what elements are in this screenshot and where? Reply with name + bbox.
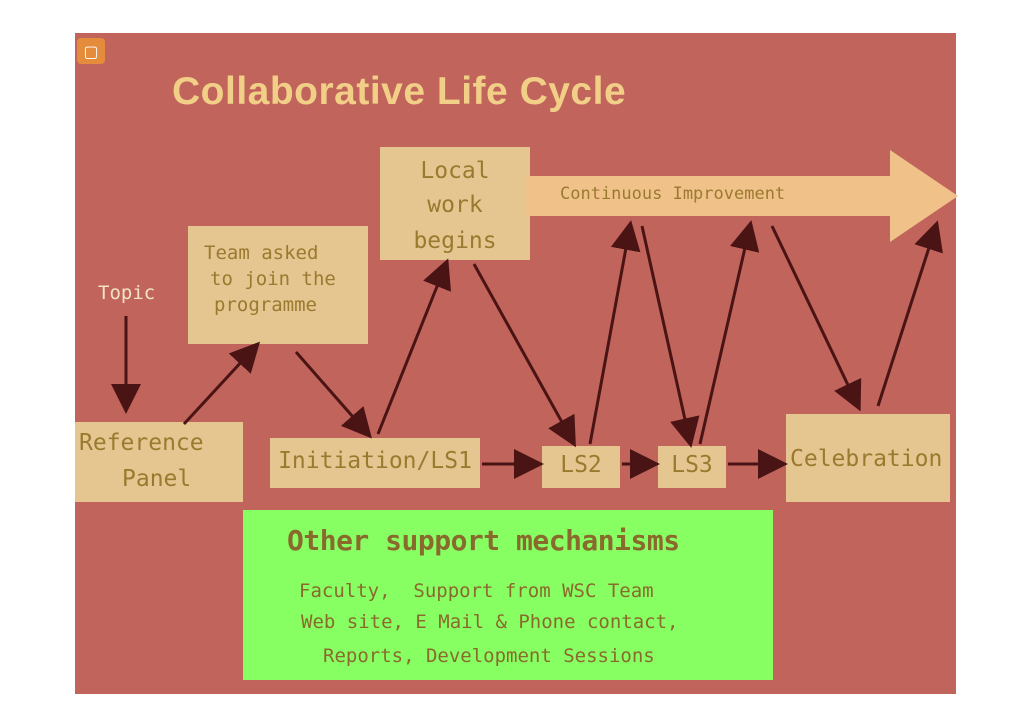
continuous-improvement-label: Continuous Improvement xyxy=(560,184,786,204)
arrow-down-to-celebration xyxy=(770,225,862,412)
office-logo-icon: ▢ xyxy=(77,38,105,64)
local-work-line-3: begins xyxy=(413,228,497,254)
team-asked-line-2: to join the xyxy=(210,268,336,290)
support-line-3: Reports, Development Sessions xyxy=(323,645,655,667)
team-asked-box xyxy=(188,226,368,344)
local-work-line-1: Local xyxy=(420,158,490,184)
arrow-reference-to-team xyxy=(182,341,261,426)
arrow-team-to-initiation xyxy=(294,351,372,439)
celebration-label: Celebration xyxy=(790,446,943,472)
ls2-box xyxy=(542,446,620,488)
reference-panel-line-2: Panel xyxy=(122,466,192,492)
local-work-box xyxy=(380,147,530,260)
team-asked-line-3: programme xyxy=(214,294,317,316)
ls3-label: LS3 xyxy=(671,452,713,478)
arrow-ls3-up xyxy=(698,220,760,445)
slide-title: Collaborative Life Cycle xyxy=(172,70,627,113)
topic-label: Topic xyxy=(98,282,156,304)
ls2-label: LS2 xyxy=(560,452,602,478)
support-line-1: Faculty, Support from WSC Team xyxy=(299,580,654,602)
team-asked-line-1: Team asked xyxy=(204,242,319,264)
local-work-line-2: work xyxy=(427,192,483,218)
arrow-down-to-ls3 xyxy=(640,225,700,448)
support-mechanisms-box xyxy=(243,510,773,680)
arrow-initiation-to-local xyxy=(376,258,452,435)
arrow-ls2-up xyxy=(588,220,641,445)
support-line-2: Web site, E Mail & Phone contact, xyxy=(301,611,679,633)
reference-panel-line-1: Reference xyxy=(79,430,204,456)
ls3-box xyxy=(658,446,726,488)
support-heading: Other support mechanisms xyxy=(287,524,680,557)
arrow-local-to-ls2 xyxy=(472,263,576,448)
arrow-celebration-up xyxy=(876,220,943,407)
initiation-ls1-box xyxy=(270,438,480,488)
initiation-ls1-label: Initiation/LS1 xyxy=(278,448,472,474)
celebration-box xyxy=(786,414,950,502)
reference-panel-box xyxy=(75,422,243,502)
continuous-improvement-arrow xyxy=(525,150,958,242)
